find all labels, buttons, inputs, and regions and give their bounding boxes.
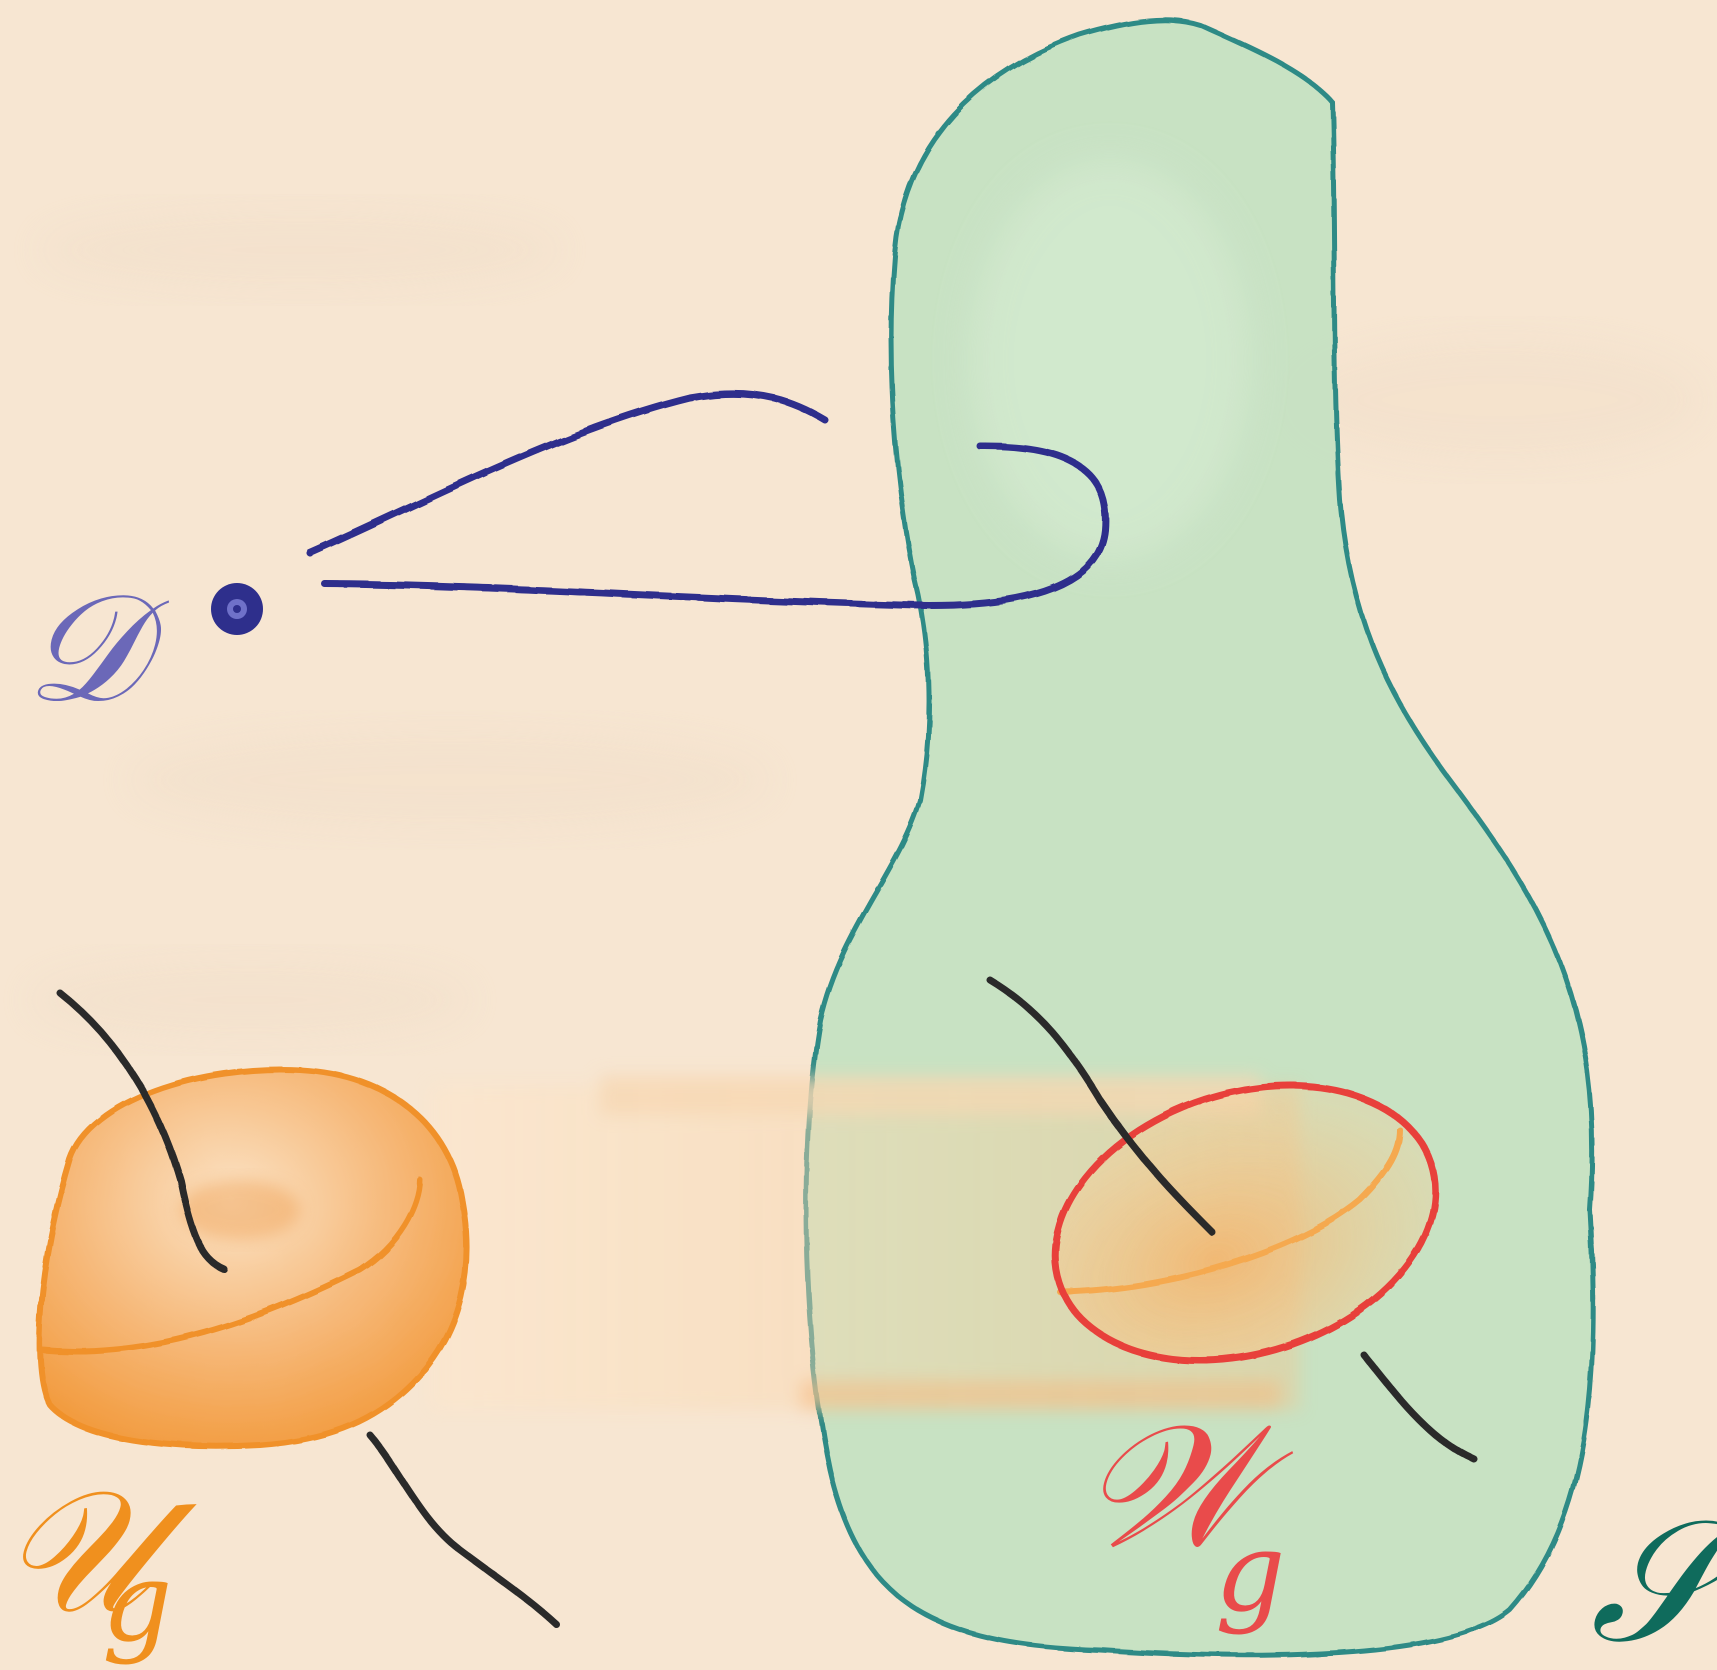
label-u-subscript: g: [102, 1538, 172, 1666]
label-w-subscript: g: [1215, 1508, 1285, 1636]
operator-d-point: [211, 583, 263, 635]
region-u-shape: [40, 1070, 467, 1447]
label-s: 𝒮: [1590, 1483, 1717, 1670]
region-u-shadow: [180, 1180, 300, 1240]
region-s-highlight: [970, 160, 1250, 560]
